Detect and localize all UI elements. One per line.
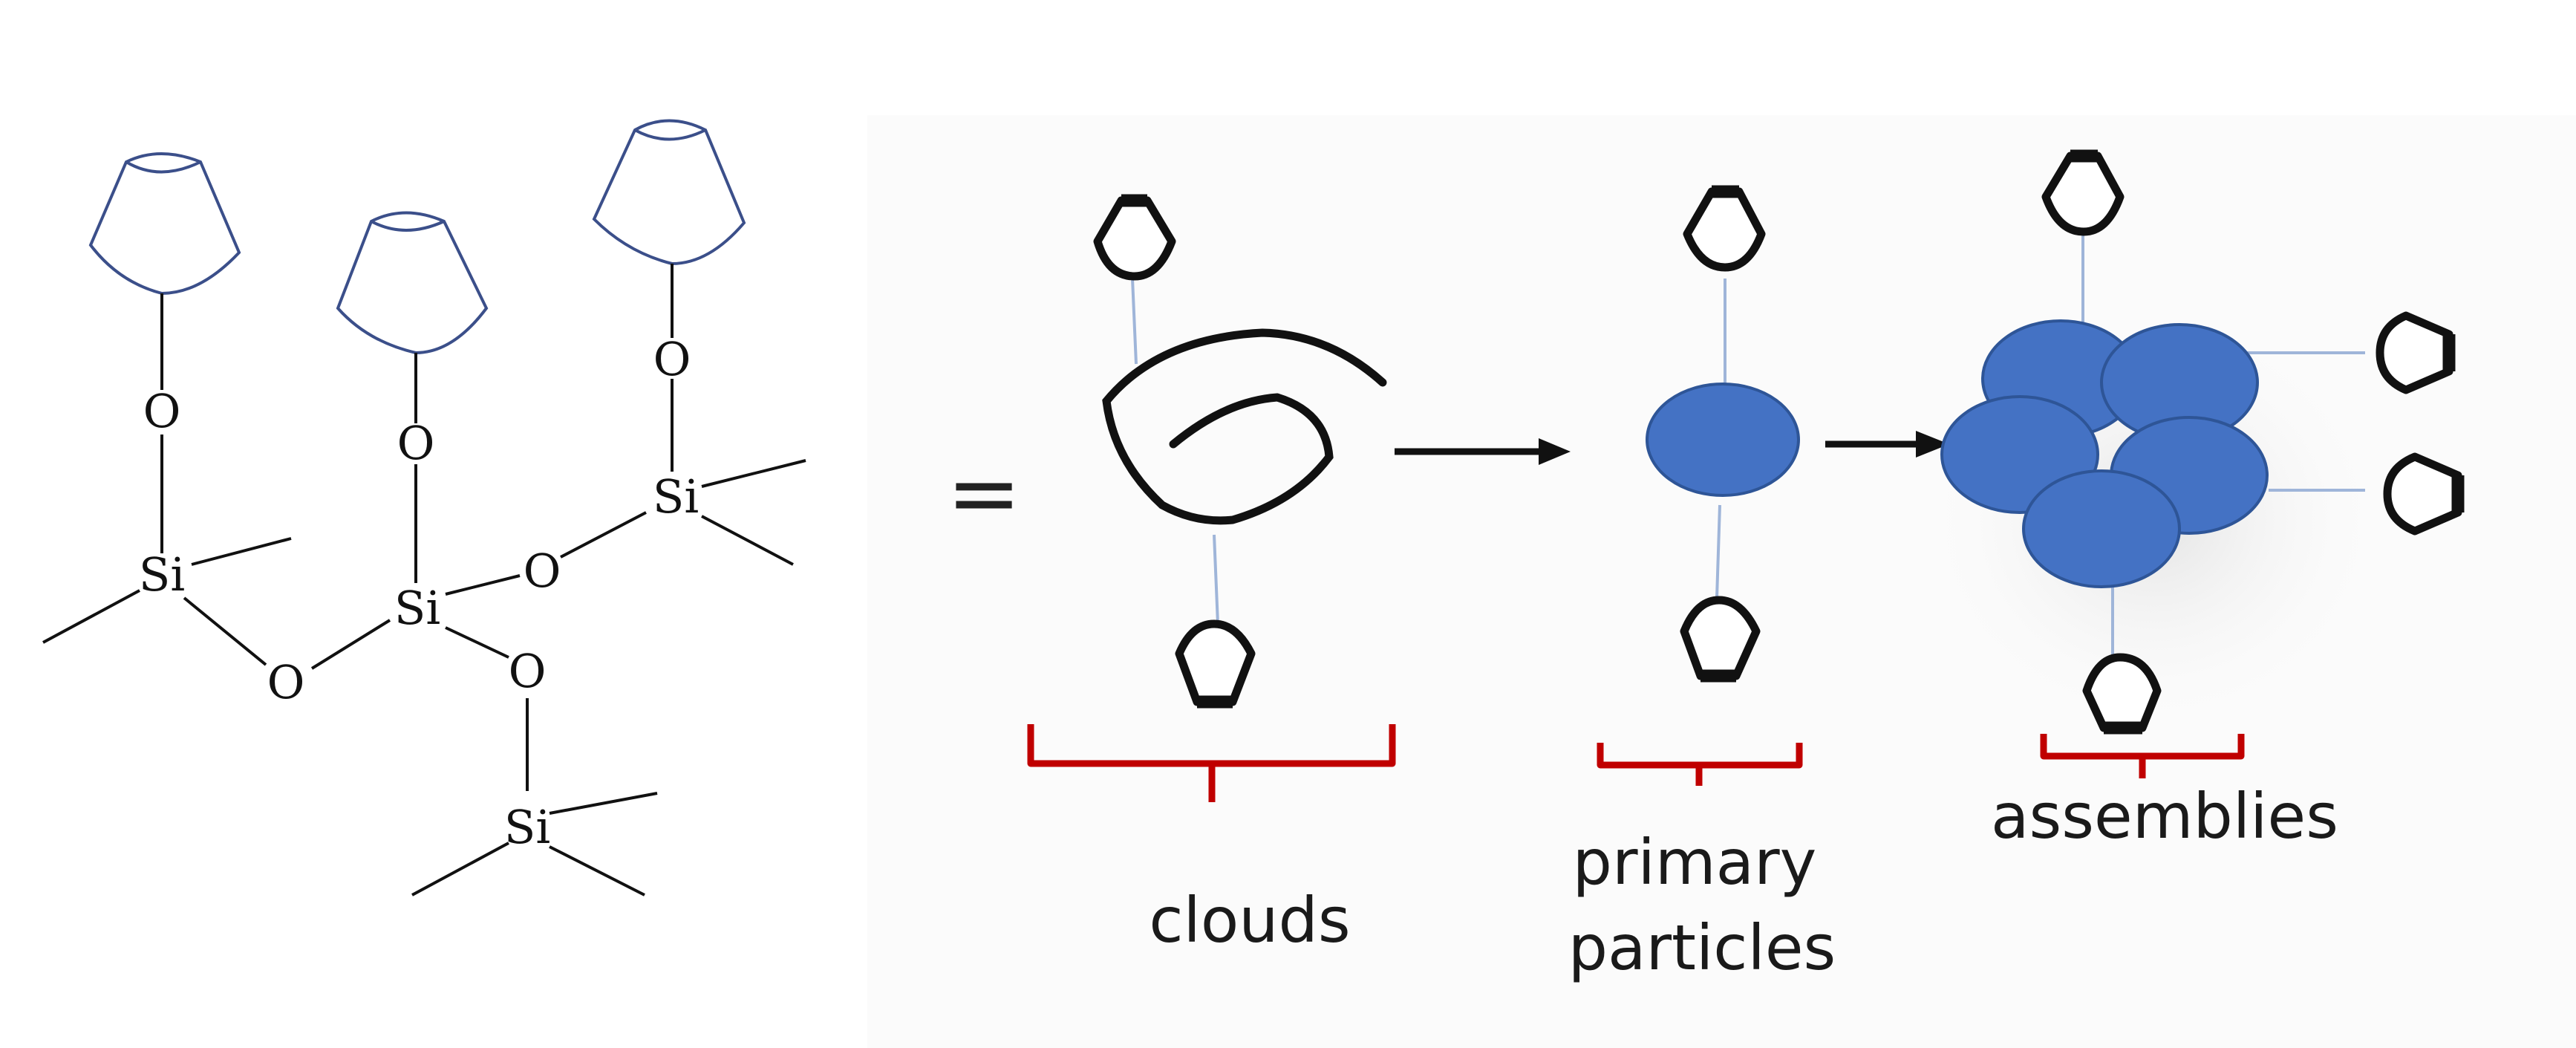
atom-o-top-middle: O xyxy=(397,416,435,470)
atom-o-top-left: O xyxy=(143,384,181,438)
cup-icon-clouds-top xyxy=(1093,194,1176,281)
cup-icon-primary-bottom xyxy=(1680,596,1761,683)
bracket-clouds xyxy=(1027,724,1396,802)
cyclodextrin-cup-left xyxy=(88,152,241,296)
particle-assembly xyxy=(1940,319,2269,588)
atom-o-bridge-down: O xyxy=(509,644,547,698)
atom-si-center: Si xyxy=(394,581,440,635)
label-assemblies: assemblies xyxy=(1991,780,2338,853)
equals-sign: = xyxy=(947,442,1022,545)
cup-icon-assembly-right-lower xyxy=(2383,452,2465,536)
atom-o-bridge-left: O xyxy=(267,655,305,709)
atom-si-bottom: Si xyxy=(504,800,550,854)
cup-icon-assembly-right-upper xyxy=(2376,311,2456,394)
cyclodextrin-cup-right xyxy=(592,119,746,266)
primary-particle xyxy=(1646,383,1800,497)
siloxane-structure xyxy=(42,119,806,896)
cup-icons xyxy=(1093,149,2465,735)
cup-icon-assembly-top xyxy=(2041,149,2125,236)
brackets xyxy=(1027,724,2245,802)
cup-icon-assembly-bottom xyxy=(2082,653,2162,735)
atom-labels: O O O Si O Si O Si O Si xyxy=(139,332,699,854)
atom-o-bridge-right: O xyxy=(524,544,561,598)
cup-icon-primary-top xyxy=(1683,185,1766,272)
bracket-assemblies xyxy=(2040,734,2245,778)
atom-o-top-right: O xyxy=(653,332,691,386)
atom-si-right: Si xyxy=(653,469,699,524)
cyclodextrin-cup-middle xyxy=(336,211,489,355)
label-clouds: clouds xyxy=(1149,884,1350,957)
atom-si-left: Si xyxy=(139,547,185,602)
label-primary-line2: particles xyxy=(1568,911,1836,984)
cup-icon-clouds-bottom xyxy=(1175,619,1256,709)
polymer-coil xyxy=(1102,328,1387,525)
bracket-primary xyxy=(1597,743,1803,786)
label-primary-line1: primary xyxy=(1573,826,1817,899)
arrows xyxy=(1395,431,1949,465)
